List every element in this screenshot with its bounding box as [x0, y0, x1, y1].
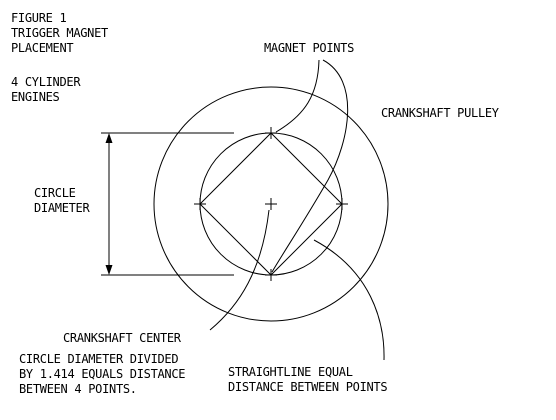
magnet-point-bottom	[265, 269, 277, 281]
crankshaft-pulley-circle	[153, 86, 389, 322]
crankshaft-center-label: CRANKSHAFT CENTER	[63, 331, 181, 345]
crankshaft-pulley-label: CRANKSHAFT PULLEY	[381, 106, 499, 120]
magnet-point-left	[194, 198, 206, 210]
magnet-point-top	[265, 127, 277, 139]
circle-diameter-label: CIRCLE DIAMETER	[34, 186, 90, 215]
leader-magnet-top	[275, 59, 320, 133]
straightline-note: STRAIGHTLINE EQUAL DISTANCE BETWEEN POIN…	[228, 365, 388, 394]
dimension-arrow-top	[105, 133, 113, 143]
magnet-point-right	[336, 198, 348, 210]
dimension-arrow-bottom	[105, 265, 113, 275]
divided-note: CIRCLE DIAMETER DIVIDED BY 1.414 EQUALS …	[19, 352, 186, 396]
magnet-points-label: MAGNET POINTS	[264, 41, 355, 55]
figure-title: FIGURE 1 TRIGGER MAGNET PLACEMENT	[11, 11, 108, 55]
leader-straightline	[313, 239, 385, 361]
leader-magnet-bottom	[271, 59, 349, 273]
leader-crankshaft-center	[209, 209, 270, 331]
figure-subtitle: 4 CYLINDER ENGINES	[11, 75, 81, 104]
crankshaft-center-mark	[265, 198, 277, 210]
